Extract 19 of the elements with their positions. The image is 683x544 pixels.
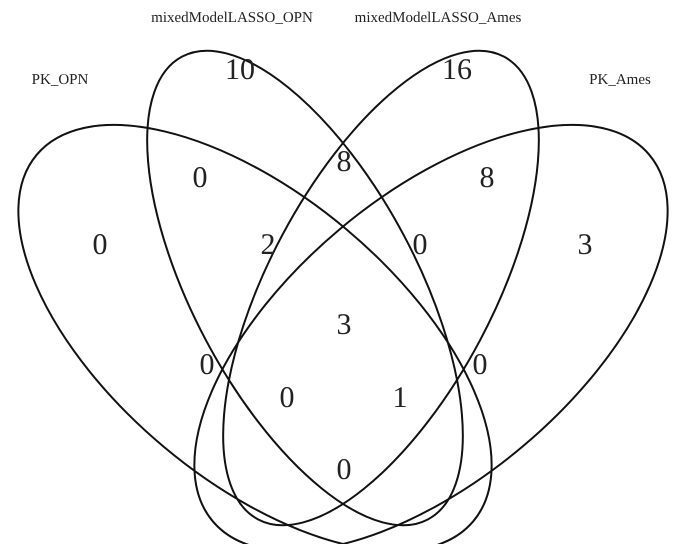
count-label: 0	[412, 230, 428, 260]
count-label: 3	[336, 310, 352, 340]
count-label: 3	[578, 230, 592, 260]
count-label: 1	[392, 383, 408, 413]
count-label: 0	[336, 455, 352, 485]
count-label: 8	[336, 147, 352, 177]
set-label: mixedModelLASSO_Ames	[354, 10, 522, 27]
count-label: 16	[442, 55, 472, 85]
count-label: 8	[480, 163, 494, 193]
count-label: 0	[280, 383, 294, 413]
set-label: PK_Ames	[589, 72, 651, 89]
set-label: PK_OPN	[32, 72, 88, 89]
set-label: mixedModelLASSO_OPN	[151, 10, 313, 27]
count-label: 10	[225, 55, 255, 85]
count-label: 0	[192, 163, 208, 193]
count-label: 0	[472, 350, 488, 380]
count-label: 2	[260, 230, 276, 260]
count-label: 0	[200, 350, 214, 380]
count-label: 0	[92, 230, 108, 260]
